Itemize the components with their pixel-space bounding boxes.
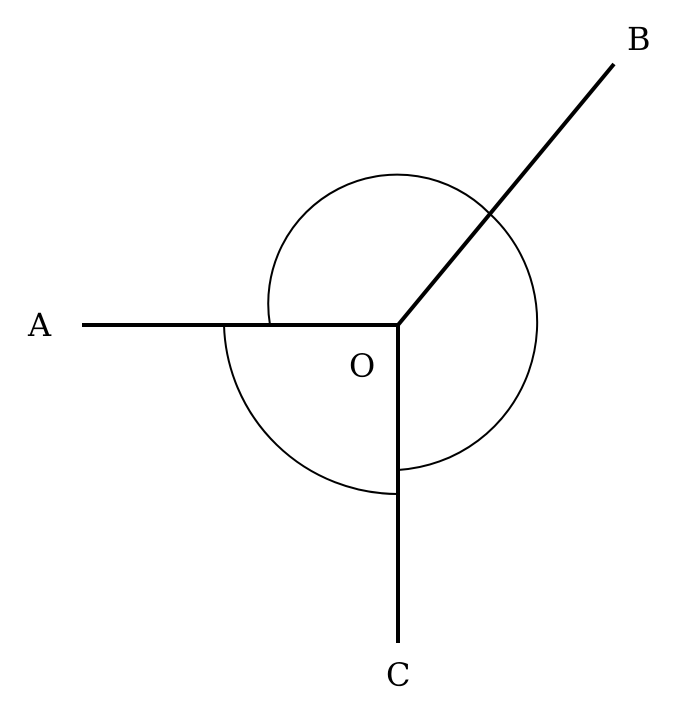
label-b: B bbox=[627, 20, 651, 58]
label-c: C bbox=[386, 656, 410, 694]
arc-angle-aoc bbox=[223, 324, 399, 495]
rays bbox=[82, 62, 616, 643]
angle-arcs bbox=[223, 173, 539, 495]
ray-ob bbox=[396, 62, 616, 327]
arc-angle-aob bbox=[267, 173, 490, 326]
arc-angle-boc bbox=[397, 212, 539, 471]
label-o: O bbox=[349, 347, 375, 385]
label-a: A bbox=[27, 306, 52, 344]
